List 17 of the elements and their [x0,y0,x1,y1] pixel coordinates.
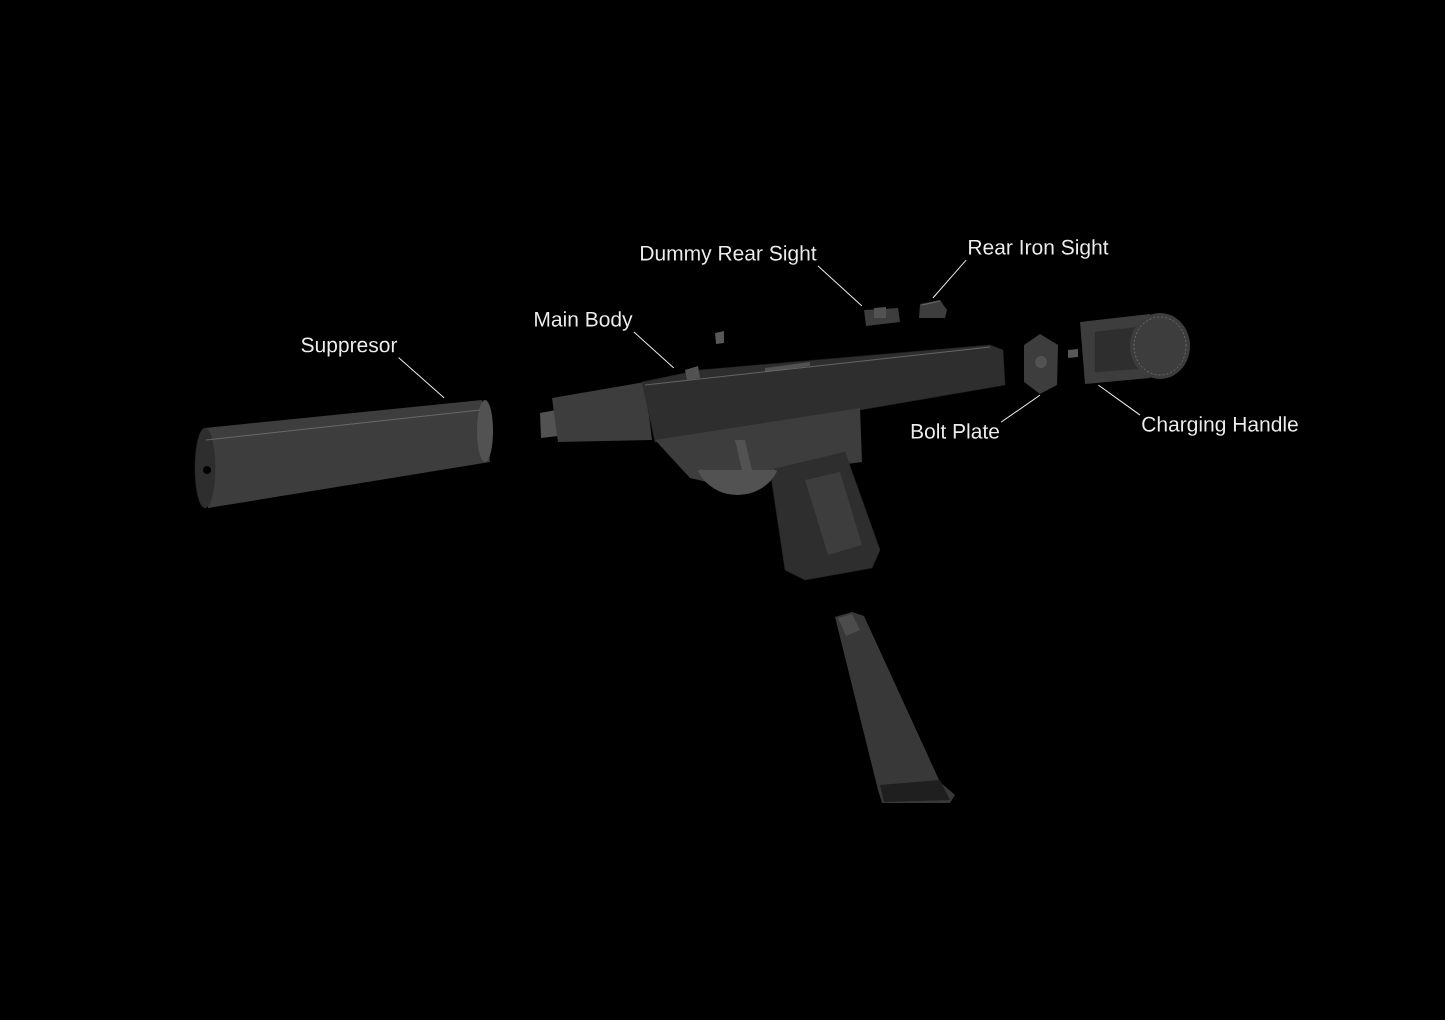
part-label: Suppresor [301,337,398,357]
part-label: Charging Handle [1142,416,1298,436]
bolt-plate-drawing [1024,334,1058,394]
dummy-rear-sight-drawing [864,307,900,326]
leader-line [398,357,445,399]
suppressor-drawing [194,400,493,509]
part-label: Rear Iron Sight [969,239,1109,259]
charging-handle-drawing [1080,313,1190,384]
leader-line [1000,394,1041,423]
leader-line [633,331,675,369]
rear-iron-sight-drawing [919,300,947,318]
pistol-body-drawing [540,344,1006,581]
part-label: Dummy Rear Sight [641,245,817,265]
leader-line [1097,384,1141,416]
leader-line [817,265,863,307]
leader-line [932,259,967,299]
part-label: Main Body [535,311,633,331]
